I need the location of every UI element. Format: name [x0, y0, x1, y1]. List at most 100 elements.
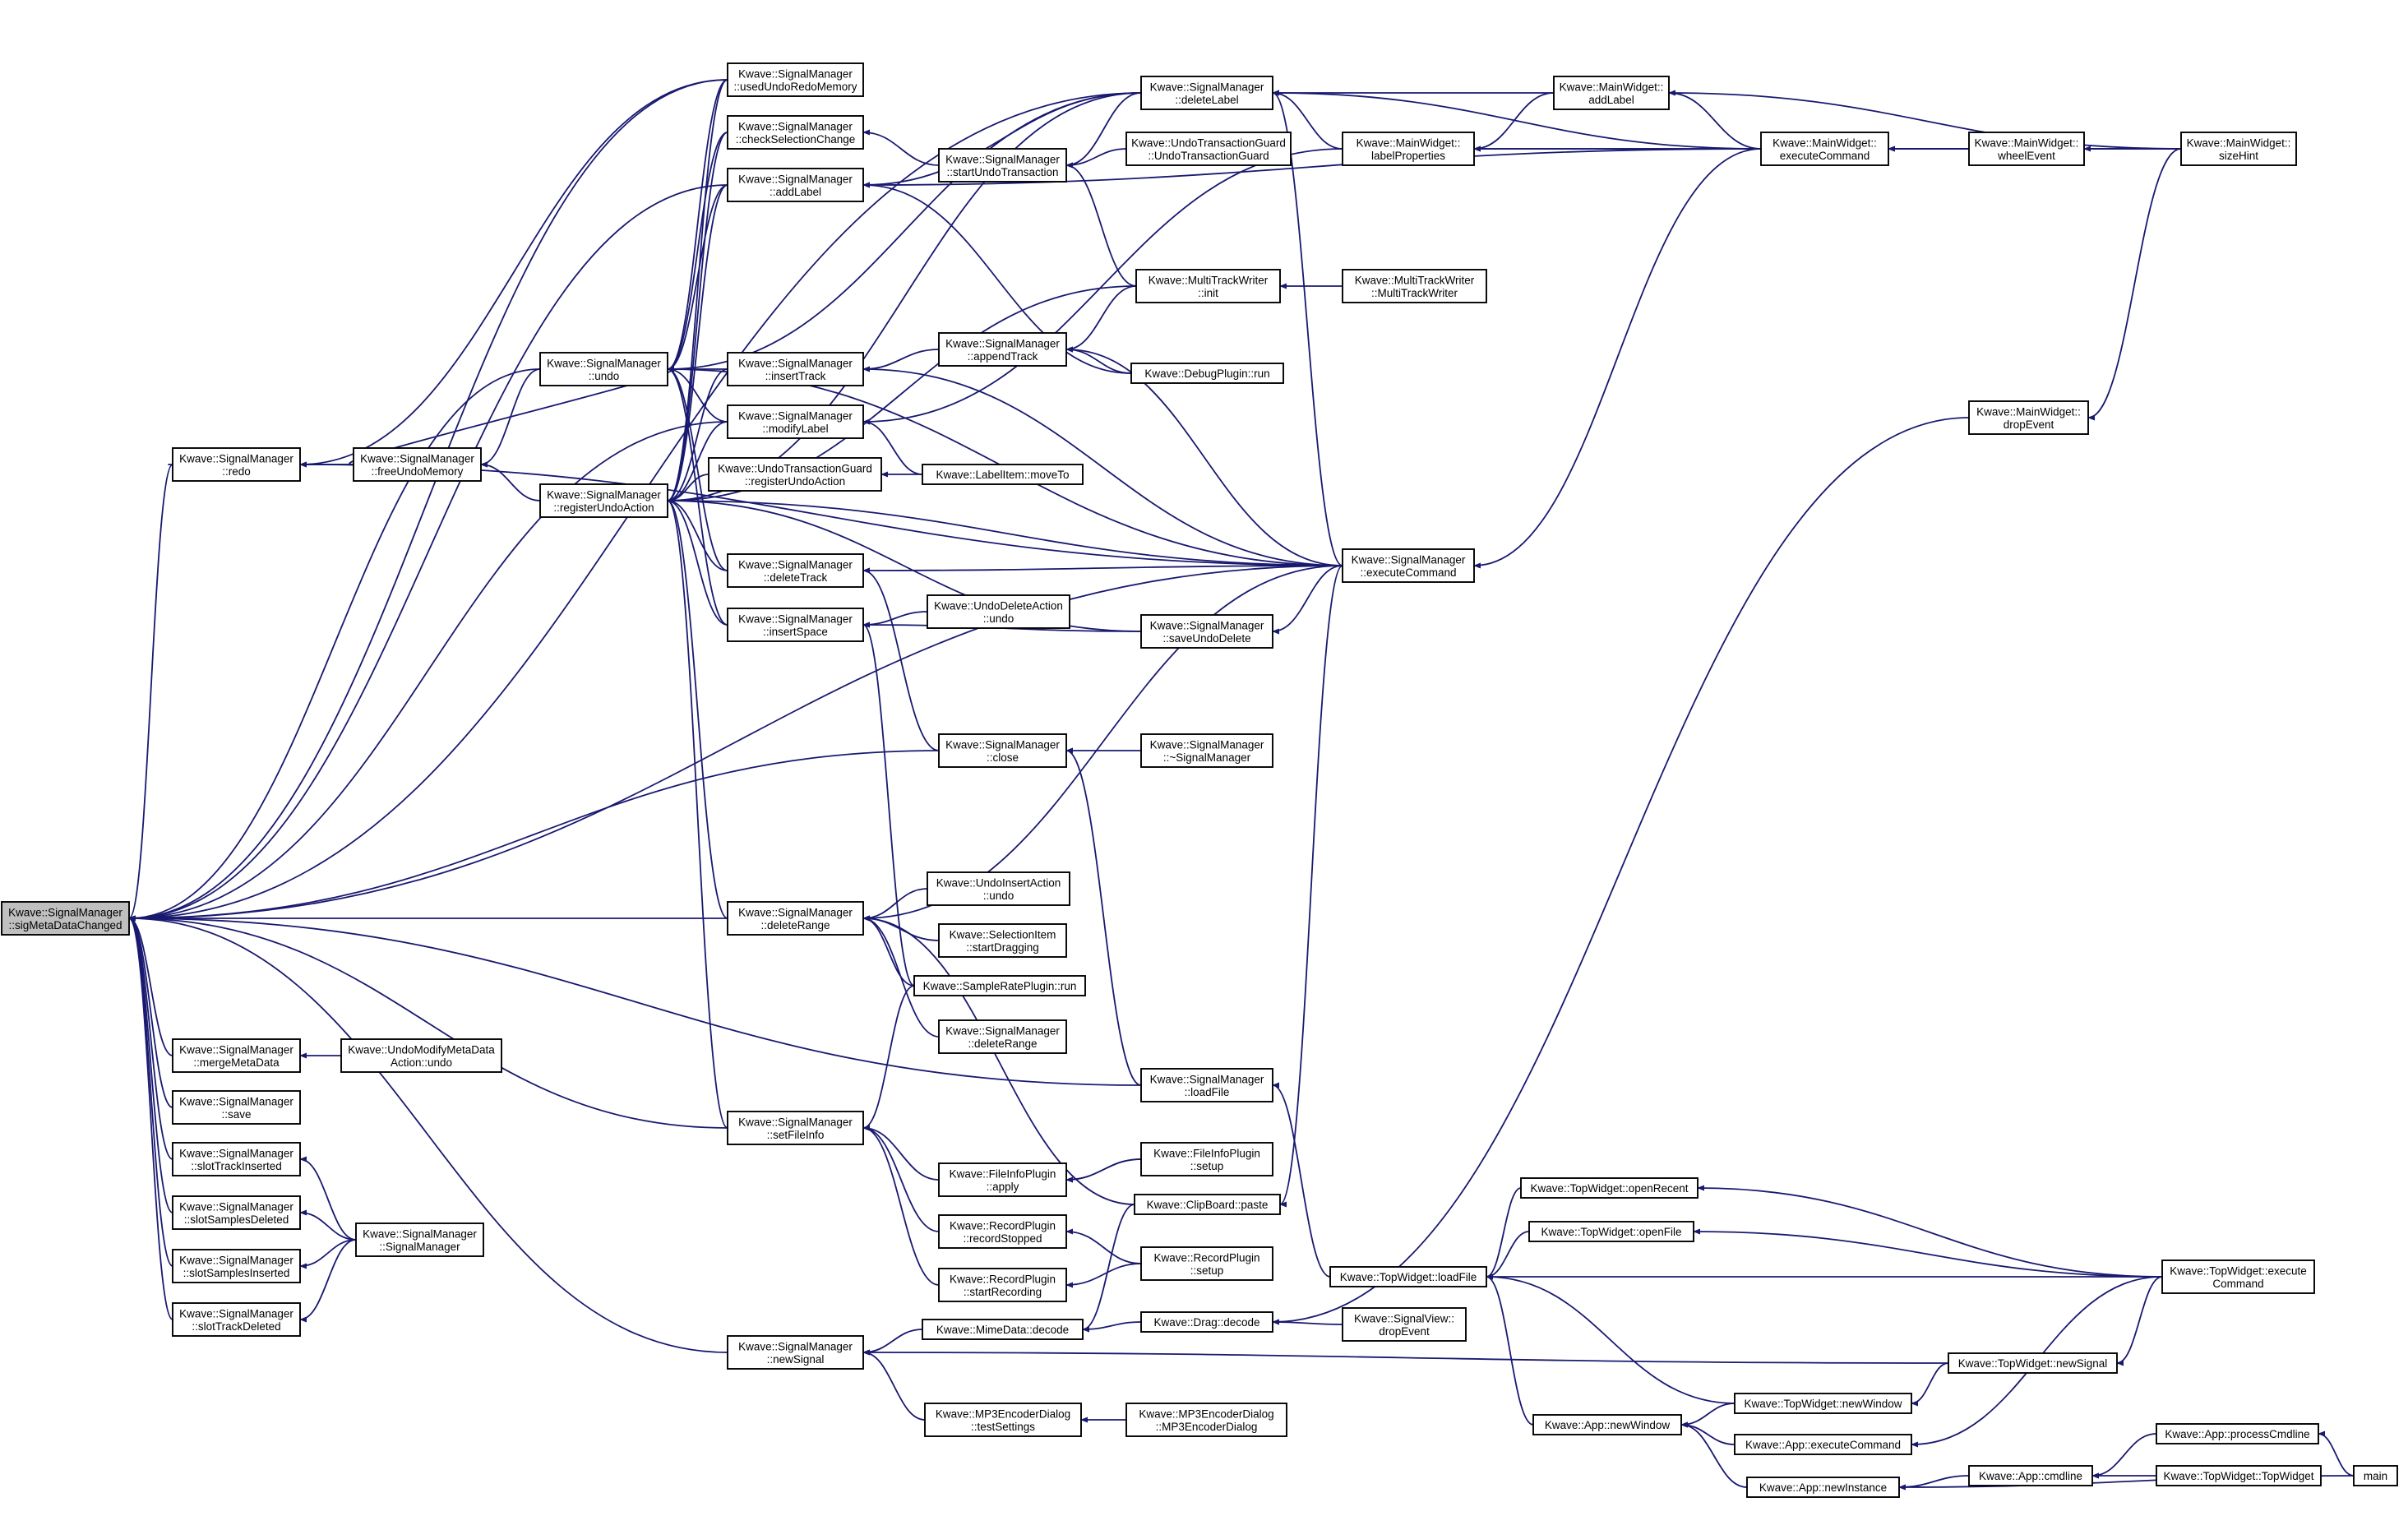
graph-node-start-undo-transaction[interactable]: Kwave::SignalManager::startUndoTransacti… [938, 148, 1067, 183]
node-label: ::undo [983, 612, 1015, 625]
graph-node-mw-wheel[interactable]: Kwave::MainWidget::wheelEvent [1968, 132, 2085, 166]
graph-node-close[interactable]: Kwave::SignalManager::close [938, 733, 1067, 768]
graph-node-mw-execute[interactable]: Kwave::MainWidget::executeCommand [1760, 132, 1889, 166]
graph-node-check-selection-change[interactable]: Kwave::SignalManager::checkSelectionChan… [727, 115, 864, 150]
graph-node-insert-track[interactable]: Kwave::SignalManager::insertTrack [727, 352, 864, 386]
graph-node-sm-execute[interactable]: Kwave::SignalManager::executeCommand [1342, 548, 1475, 583]
graph-node-label-properties[interactable]: Kwave::MainWidget::labelProperties [1342, 132, 1475, 166]
graph-node-mp3-ctor[interactable]: Kwave::MP3EncoderDialog::MP3EncoderDialo… [1125, 1403, 1287, 1437]
graph-node-sv-drop-event[interactable]: Kwave::SignalView::dropEvent [1342, 1307, 1467, 1342]
graph-node-sig-meta-data-changed[interactable]: Kwave::SignalManager::sigMetaDataChanged [1, 901, 130, 936]
graph-node-delete-range[interactable]: Kwave::SignalManager::deleteRange [727, 901, 864, 936]
call-edge [862, 1349, 1949, 1364]
call-edge [1272, 565, 1343, 635]
call-edge [1065, 1263, 1142, 1288]
graph-node-start-recording[interactable]: Kwave::RecordPlugin::startRecording [938, 1268, 1067, 1302]
graph-node-slot-track-deleted[interactable]: Kwave::SignalManager::slotTrackDeleted [172, 1302, 301, 1337]
node-label: Kwave::FileInfoPlugin [950, 1167, 1056, 1180]
graph-node-utg-register[interactable]: Kwave::UndoTransactionGuard::registerUnd… [708, 457, 882, 492]
graph-node-file-info-apply[interactable]: Kwave::FileInfoPlugin::apply [938, 1162, 1067, 1197]
node-label: main [2364, 1470, 2387, 1482]
graph-node-slot-samples-deleted[interactable]: Kwave::SignalManager::slotSamplesDeleted [172, 1195, 301, 1230]
graph-node-tw-execute[interactable]: Kwave::TopWidget::executeCommand [2161, 1259, 2315, 1294]
graph-node-clip-paste[interactable]: Kwave::ClipBoard::paste [1134, 1194, 1281, 1215]
node-box [938, 1162, 1067, 1197]
graph-node-save[interactable]: Kwave::SignalManager::save [172, 1090, 301, 1125]
node-label: ::save [221, 1108, 251, 1121]
graph-node-utg-ctor[interactable]: Kwave::UndoTransactionGuard::UndoTransac… [1125, 132, 1292, 166]
call-edge [1065, 346, 1343, 566]
graph-node-mtw-init[interactable]: Kwave::MultiTrackWriter::init [1135, 269, 1281, 303]
graph-node-delete-label[interactable]: Kwave::SignalManager::deleteLabel [1140, 76, 1273, 110]
graph-node-label-item-move-to[interactable]: Kwave::LabelItem::moveTo [922, 464, 1084, 485]
graph-node-tw-new-window[interactable]: Kwave::TopWidget::newWindow [1734, 1393, 1912, 1414]
call-edge [2116, 1276, 2163, 1366]
graph-node-save-undo-delete[interactable]: Kwave::SignalManager::saveUndoDelete [1140, 614, 1273, 649]
graph-node-mp3-test[interactable]: Kwave::MP3EncoderDialog::testSettings [924, 1403, 1082, 1437]
graph-node-plugin-delete-range[interactable]: Kwave::SignalManager::deleteRange [938, 1019, 1067, 1054]
graph-node-redo[interactable]: Kwave::SignalManager::redo [172, 447, 301, 482]
graph-node-tw-new-signal[interactable]: Kwave::TopWidget::newSignal [1948, 1352, 2118, 1374]
graph-node-register-undo-action[interactable]: Kwave::SignalManager::registerUndoAction [539, 483, 668, 518]
call-edge [2087, 148, 2182, 421]
graph-node-mw-add-label[interactable]: Kwave::MainWidget::addLabel [1553, 76, 1670, 110]
call-edge [2318, 1430, 2355, 1477]
graph-node-slot-samples-inserted[interactable]: Kwave::SignalManager::slotSamplesInserte… [172, 1249, 301, 1283]
node-label: ::redo [222, 465, 251, 478]
node-label: Kwave::UndoDeleteAction [934, 599, 1063, 612]
graph-node-mw-drop-event[interactable]: Kwave::MainWidget::dropEvent [1968, 400, 2089, 435]
node-box [1342, 269, 1487, 303]
graph-node-mtw-ctor[interactable]: Kwave::MultiTrackWriter::MultiTrackWrite… [1342, 269, 1487, 303]
graph-node-modify-label[interactable]: Kwave::SignalManager::modifyLabel [727, 404, 864, 439]
node-label: Kwave::SelectionItem [950, 928, 1056, 941]
graph-node-new-signal[interactable]: Kwave::SignalManager::newSignal [727, 1335, 864, 1370]
graph-node-sm-ctor[interactable]: Kwave::SignalManager::SignalManager [355, 1223, 484, 1257]
graph-node-tw-load-file[interactable]: Kwave::TopWidget::loadFile [1329, 1266, 1487, 1287]
graph-node-record-stopped[interactable]: Kwave::RecordPlugin::recordStopped [938, 1214, 1067, 1249]
node-label: ::slotSamplesDeleted [184, 1213, 289, 1226]
graph-node-tw-open-recent[interactable]: Kwave::TopWidget::openRecent [1520, 1177, 1699, 1199]
graph-node-undo-insert-undo[interactable]: Kwave::UndoInsertAction::undo [927, 871, 1070, 906]
graph-node-app-process-cmdline[interactable]: Kwave::App::processCmdline [2156, 1423, 2319, 1444]
node-label: ::undo [983, 890, 1015, 902]
call-edge [128, 464, 173, 922]
node-box [1760, 132, 1889, 166]
call-edge [299, 1156, 357, 1241]
graph-node-app-new-instance[interactable]: Kwave::App::newInstance [1746, 1477, 1900, 1498]
graph-node-file-info-setup[interactable]: Kwave::FileInfoPlugin::setup [1140, 1142, 1273, 1176]
graph-node-sel-start-dragging[interactable]: Kwave::SelectionItem::startDragging [938, 923, 1067, 958]
node-box [727, 404, 864, 439]
node-label: ::registerUndoAction [553, 501, 654, 514]
graph-node-drag-decode[interactable]: Kwave::Drag::decode [1140, 1311, 1273, 1333]
graph-node-used-undo-redo-memory[interactable]: Kwave::SignalManager::usedUndoRedoMemory [727, 62, 864, 97]
graph-node-tw-ctor[interactable]: Kwave::TopWidget::TopWidget [2156, 1465, 2322, 1486]
graph-node-app-execute[interactable]: Kwave::App::executeCommand [1734, 1434, 1912, 1455]
graph-node-delete-track[interactable]: Kwave::SignalManager::deleteTrack [727, 553, 864, 588]
graph-node-undo[interactable]: Kwave::SignalManager::undo [539, 352, 668, 386]
graph-node-undo-delete-undo[interactable]: Kwave::UndoDeleteAction::undo [927, 594, 1070, 629]
graph-node-sm-dtor[interactable]: Kwave::SignalManager::~SignalManager [1140, 733, 1273, 768]
graph-node-add-label[interactable]: Kwave::SignalManager::addLabel [727, 168, 864, 202]
graph-node-append-track[interactable]: Kwave::SignalManager::appendTrack [938, 332, 1067, 367]
node-label: Kwave::FileInfoPlugin [1153, 1147, 1260, 1159]
graph-node-app-cmdline[interactable]: Kwave::App::cmdline [1968, 1465, 2093, 1486]
graph-node-debug-run[interactable]: Kwave::DebugPlugin::run [1130, 363, 1284, 384]
graph-node-sample-rate-run[interactable]: Kwave::SampleRatePlugin::run [913, 975, 1086, 996]
graph-node-mime-decode[interactable]: Kwave::MimeData::decode [922, 1319, 1084, 1340]
graph-node-set-file-info[interactable]: Kwave::SignalManager::setFileInfo [727, 1111, 864, 1145]
graph-node-app-new-window[interactable]: Kwave::App::newWindow [1532, 1414, 1682, 1435]
graph-node-main[interactable]: main [2353, 1465, 2398, 1486]
graph-node-record-setup[interactable]: Kwave::RecordPlugin::setup [1140, 1246, 1273, 1281]
call-edge [1680, 1403, 1736, 1428]
graph-node-load-file[interactable]: Kwave::SignalManager::loadFile [1140, 1068, 1273, 1102]
node-label: Kwave::TopWidget::newSignal [1958, 1357, 2108, 1370]
node-label: ::deleteRange [968, 1038, 1037, 1050]
graph-node-free-undo-memory[interactable]: Kwave::SignalManager::freeUndoMemory [353, 447, 482, 482]
node-box [913, 975, 1086, 996]
graph-node-mw-size-hint[interactable]: Kwave::MainWidget::sizeHint [2180, 132, 2297, 166]
graph-node-tw-open-file[interactable]: Kwave::TopWidget::openFile [1528, 1221, 1694, 1242]
graph-node-insert-space[interactable]: Kwave::SignalManager::insertSpace [727, 608, 864, 642]
graph-node-merge-meta-data[interactable]: Kwave::SignalManager::mergeMetaData [172, 1038, 301, 1073]
graph-node-slot-track-inserted[interactable]: Kwave::SignalManager::slotTrackInserted [172, 1142, 301, 1176]
